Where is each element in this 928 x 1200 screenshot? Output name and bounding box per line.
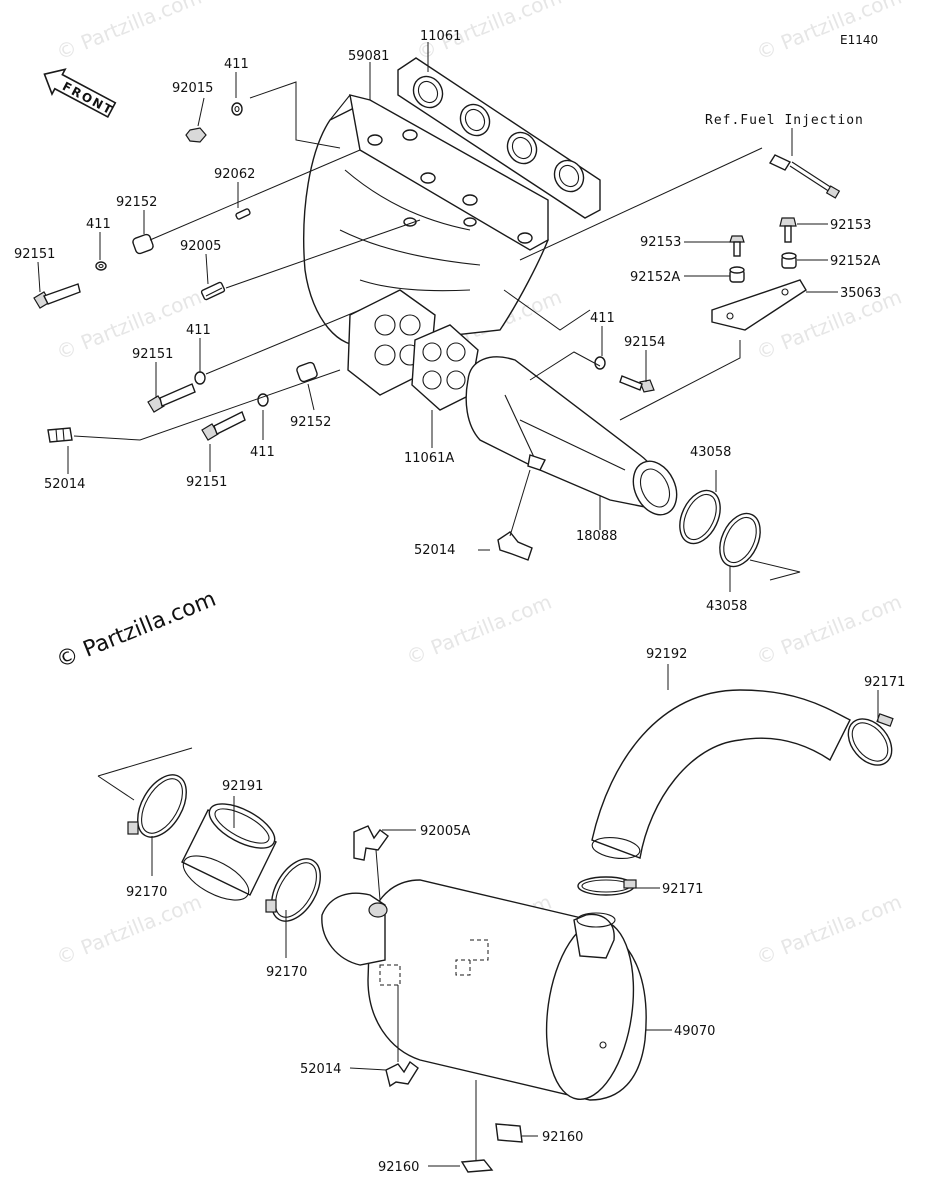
copyright-text: © Partzilla.com [53,587,220,674]
exhaust-pipe-18088 [465,356,678,516]
bolt-92153 [729,235,745,257]
elbow-fitting-52014-mid [497,531,533,561]
label-43058[interactable]: 43058 [706,599,747,614]
label-11061[interactable]: 11061 [420,29,461,44]
watermark: © Partzilla.com [753,0,905,65]
label-18088[interactable]: 18088 [576,529,617,544]
label-92152[interactable]: 92152 [116,195,157,210]
label-92191[interactable]: 92191 [222,779,263,794]
label-92160[interactable]: 92160 [542,1130,583,1145]
exhaust-hose-92192 [591,689,851,860]
label-35063[interactable]: 35063 [840,286,881,301]
hose-clamp-92170-mid [265,858,321,922]
label-92170[interactable]: 92170 [126,885,167,900]
bracket-35063 [711,279,807,331]
washer-411-mid [194,371,206,385]
label-92005[interactable]: 92005 [180,239,221,254]
watermark: © Partzilla.com [53,285,205,365]
elbow-fitting-52014-bottom [385,1060,419,1088]
nut-92015 [185,127,207,143]
hose-clamp-92171-top [847,713,894,766]
watermark: © Partzilla.com [53,0,205,65]
label-52014[interactable]: 52014 [44,477,85,492]
label-49070[interactable]: 49070 [674,1024,715,1039]
bolt-92151-left [33,283,81,309]
label-92170[interactable]: 92170 [266,965,307,980]
watermark: © Partzilla.com [753,590,905,670]
label-92152[interactable]: 92152 [290,415,331,430]
label-52014[interactable]: 52014 [414,543,455,558]
label-92171[interactable]: 92171 [864,675,905,690]
diagram-code: E1140 [840,33,878,47]
label-59081[interactable]: 59081 [348,49,389,64]
joint-hose-92191 [181,803,277,901]
label-43058[interactable]: 43058 [690,445,731,460]
leader-lines-lower [97,664,879,1167]
washer-411-left [95,261,107,271]
hose-clamp-92170-left [127,774,187,838]
spacer-92152A [729,266,745,283]
label-92062[interactable]: 92062 [214,167,255,182]
label-92015[interactable]: 92015 [172,81,213,96]
muffler-49070 [321,879,647,1101]
spacer-92152-left [132,233,154,255]
label-92192[interactable]: 92192 [646,647,687,662]
label-411[interactable]: 411 [86,217,111,232]
label-92160[interactable]: 92160 [378,1160,419,1175]
label-92152A[interactable]: 92152A [830,254,880,269]
label-92152A[interactable]: 92152A [630,270,680,285]
pad-92160-right [495,1123,523,1143]
stud-92062 [235,208,251,220]
hose-clamp-92171-mid [577,876,637,896]
elbow-fitting-92005A [353,825,389,861]
spacer-92152A-b [781,252,797,269]
label-92171[interactable]: 92171 [662,882,703,897]
sensor-fuel-injection [768,154,841,199]
label-411[interactable]: 411 [250,445,275,460]
label-52014[interactable]: 52014 [300,1062,341,1077]
label-92154[interactable]: 92154 [624,335,665,350]
bolt-92151-mid [147,383,196,413]
stud-92005 [200,281,226,301]
label-92151[interactable]: 92151 [186,475,227,490]
label-411[interactable]: 411 [224,57,249,72]
bolt-92153-b [779,217,797,243]
label-92005A[interactable]: 92005A [420,824,470,839]
label-92153[interactable]: 92153 [830,218,871,233]
label-92151[interactable]: 92151 [132,347,173,362]
fitting-52014-left [47,427,73,443]
label-92153[interactable]: 92153 [640,235,681,250]
washer-411-top [231,102,243,116]
bolt-92154 [619,375,655,393]
bolt-92151-bottom [201,411,246,441]
label-411[interactable]: 411 [186,323,211,338]
label-411[interactable]: 411 [590,311,615,326]
o-ring-43058 [679,489,721,545]
o-ring-43058-b [719,512,761,568]
watermark: © Partzilla.com [753,890,905,970]
pad-92160-bottom [460,1159,494,1173]
part-labels: 11061 59081 411 92015 92062 92152 411 92… [14,29,905,1175]
watermark: © Partzilla.com [53,890,205,970]
spacer-92152-mid [296,361,318,383]
leader-lines-upper [37,42,838,592]
exhaust-manifold-59081 [303,94,549,347]
label-92151[interactable]: 92151 [14,247,55,262]
ref-fuel-injection-note: Ref.Fuel Injection [705,113,864,128]
watermark: © Partzilla.com [403,590,555,670]
front-arrow-icon: FRONT [43,68,117,118]
label-11061A[interactable]: 11061A [404,451,454,466]
washer-411-right [594,356,606,370]
manifold-gasket-11061 [397,57,601,219]
washer-411-bottom [257,393,269,407]
